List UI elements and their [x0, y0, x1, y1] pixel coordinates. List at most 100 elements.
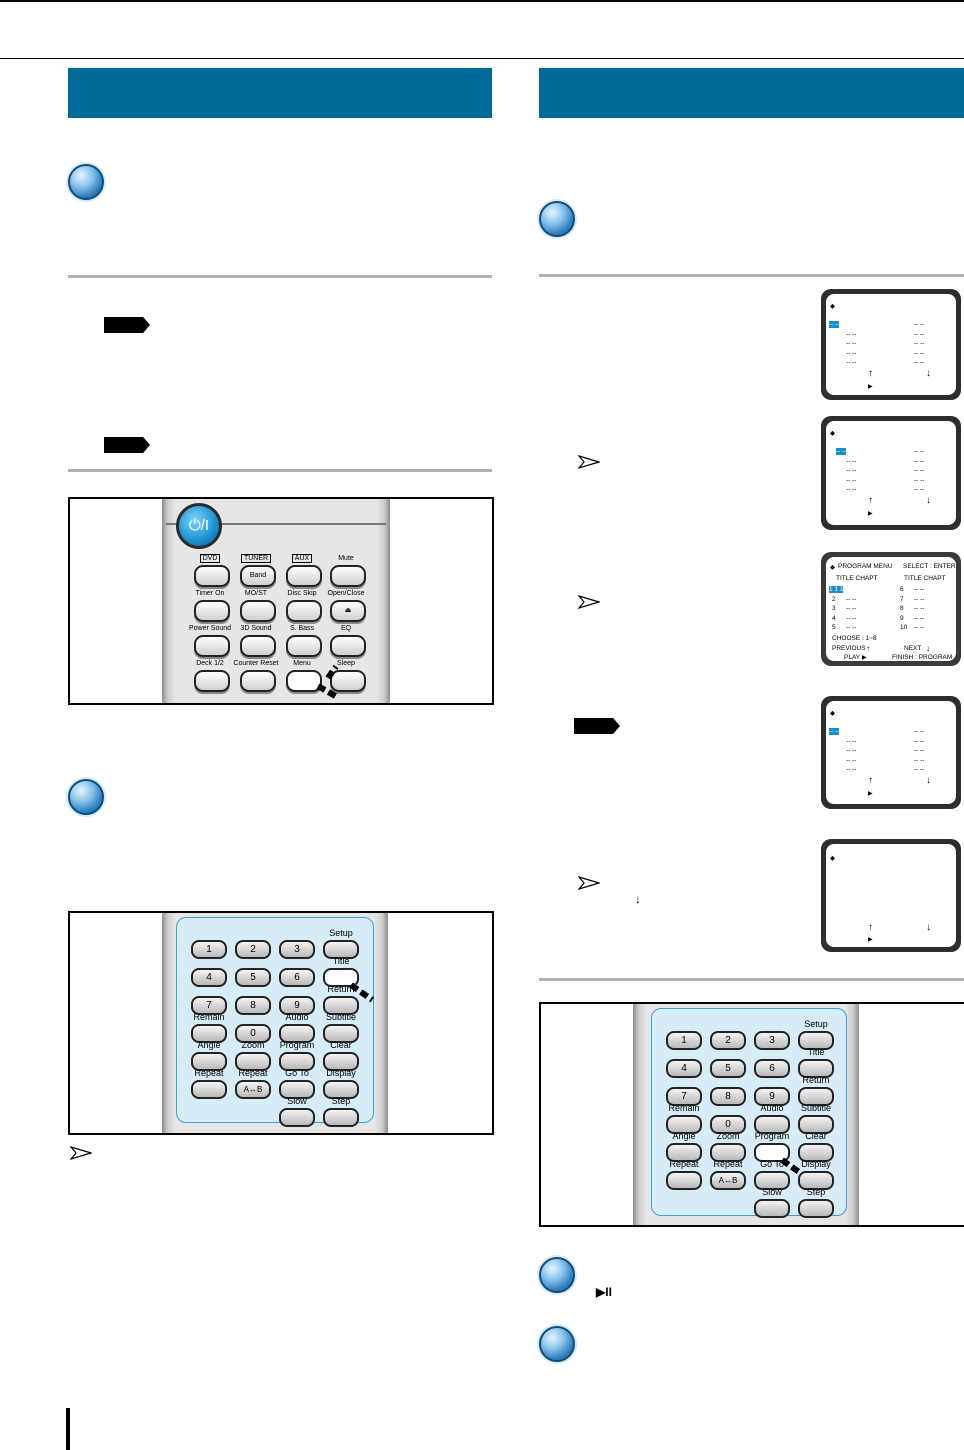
screen-row: -- --	[846, 605, 857, 612]
remain-button[interactable]	[191, 1024, 227, 1043]
repeat-ab-button[interactable]: A↔B	[235, 1080, 271, 1099]
screen-header-right: TITLE CHAPT	[904, 575, 946, 582]
down-arrow-icon: ↓	[926, 495, 931, 506]
step-bullet-icon	[68, 779, 104, 815]
digit-3-button[interactable]: 3	[754, 1031, 790, 1050]
screen-previous-label: PREVIOUS	[832, 645, 866, 652]
tuner-button[interactable]: Band	[240, 565, 276, 587]
diamond-icon: ◆	[830, 564, 835, 571]
screen-display: ◆ PROGRAM MENU SELECT : ENTER TITLE CHAP…	[826, 557, 956, 661]
digit-7-button[interactable]: 7	[666, 1087, 702, 1106]
digit-2-button[interactable]: 2	[235, 940, 271, 959]
slow-button[interactable]	[279, 1108, 315, 1127]
display-button[interactable]	[323, 1080, 359, 1099]
screen-row: -- --	[914, 330, 925, 338]
up-arrow-icon: ↑	[868, 368, 873, 379]
button-label-dvd: DVD	[180, 554, 240, 563]
display-button[interactable]	[798, 1171, 834, 1190]
subtitle-button[interactable]	[798, 1115, 834, 1134]
go-to-button[interactable]	[754, 1171, 790, 1190]
program-button[interactable]	[279, 1052, 315, 1071]
repeat-ab-button[interactable]: A↔B	[710, 1171, 746, 1190]
counter-reset-button[interactable]	[240, 670, 276, 692]
key-label-repeat-ab: Repeat	[238, 1068, 268, 1078]
eq-button[interactable]	[330, 635, 366, 657]
menu-button[interactable]	[286, 670, 322, 692]
clear-button[interactable]	[798, 1143, 834, 1162]
screen-row: -- --	[846, 766, 857, 773]
repeat-button[interactable]	[666, 1171, 702, 1190]
clear-button[interactable]	[323, 1052, 359, 1071]
zoom-button[interactable]	[235, 1052, 271, 1071]
program-button[interactable]	[754, 1143, 790, 1162]
down-arrow-icon: ↓	[926, 368, 931, 379]
return-button[interactable]	[323, 996, 359, 1015]
power-button[interactable]: ⏻/I	[176, 503, 222, 549]
angle-button[interactable]	[191, 1052, 227, 1071]
title-button[interactable]	[323, 968, 359, 987]
digit-6-button[interactable]: 6	[754, 1059, 790, 1078]
go-to-button[interactable]	[279, 1080, 315, 1099]
slow-button[interactable]	[754, 1199, 790, 1218]
step-button[interactable]	[798, 1199, 834, 1218]
key-label-audio: Audio	[760, 1103, 784, 1113]
digit-1-button[interactable]: 1	[191, 940, 227, 959]
disc-skip-button[interactable]	[286, 600, 322, 622]
screen-row: -- --	[846, 349, 857, 357]
audio-button[interactable]	[279, 1024, 315, 1043]
screen-row-number: 5	[832, 624, 836, 631]
step-bullet-icon	[539, 1326, 575, 1362]
open-close-button[interactable]: ⏏	[330, 600, 366, 622]
sleep-button[interactable]	[330, 670, 366, 692]
digit-9-button[interactable]: 9	[279, 996, 315, 1015]
diamond-icon: ◆	[830, 430, 835, 437]
mute-button[interactable]	[330, 565, 366, 587]
digit-4-button[interactable]: 4	[191, 968, 227, 987]
digit-6-button[interactable]: 6	[279, 968, 315, 987]
digit-8-button[interactable]: 8	[235, 996, 271, 1015]
key-label-clear: Clear	[805, 1131, 827, 1141]
repeat-button[interactable]	[191, 1080, 227, 1099]
digit-1-button[interactable]: 1	[666, 1031, 702, 1050]
screen-row-number: 2	[832, 595, 836, 603]
angle-button[interactable]	[666, 1143, 702, 1162]
subtitle-button[interactable]	[323, 1024, 359, 1043]
digit-0-button[interactable]: 0	[235, 1024, 271, 1043]
mo-st-button[interactable]	[240, 600, 276, 622]
button-label-open-close: Open/Close	[316, 590, 376, 597]
digit-7-button[interactable]: 7	[191, 996, 227, 1015]
audio-button[interactable]	[754, 1115, 790, 1134]
s-bass-button[interactable]	[286, 635, 322, 657]
deck-1-2-button[interactable]	[194, 670, 230, 692]
play-icon: ▶	[868, 791, 873, 797]
digit-2-button[interactable]: 2	[710, 1031, 746, 1050]
key-label-angle: Angle	[197, 1040, 221, 1050]
key-label-repeat-ab: Repeat	[713, 1159, 743, 1169]
timer-on-button[interactable]	[194, 600, 230, 622]
screen-row: -- --	[846, 747, 857, 754]
setup-button[interactable]	[323, 940, 359, 959]
setup-button[interactable]	[798, 1031, 834, 1050]
digit-8-button[interactable]: 8	[710, 1087, 746, 1106]
power-sound-button[interactable]	[194, 635, 230, 657]
screen-row: -- --	[846, 476, 857, 484]
digit-3-button[interactable]: 3	[279, 940, 315, 959]
3d-sound-button[interactable]	[240, 635, 276, 657]
digit-4-button[interactable]: 4	[666, 1059, 702, 1078]
dvd-button[interactable]	[194, 565, 230, 587]
digit-5-button[interactable]: 5	[235, 968, 271, 987]
screen-display: ◆ -- -- -- ---- ---- ---- ---- ---- ----…	[826, 294, 956, 395]
digit-0-button[interactable]: 0	[710, 1115, 746, 1134]
digit-9-button[interactable]: 9	[754, 1087, 790, 1106]
button-label-disc-skip: Disc Skip	[272, 590, 332, 597]
divider	[539, 274, 964, 277]
remain-button[interactable]	[666, 1115, 702, 1134]
digit-5-button[interactable]: 5	[710, 1059, 746, 1078]
step-button[interactable]	[323, 1108, 359, 1127]
aux-button[interactable]	[286, 565, 322, 587]
return-button[interactable]	[798, 1087, 834, 1106]
zoom-button[interactable]	[710, 1143, 746, 1162]
screen-row: -- --	[914, 595, 925, 603]
title-button[interactable]	[798, 1059, 834, 1078]
